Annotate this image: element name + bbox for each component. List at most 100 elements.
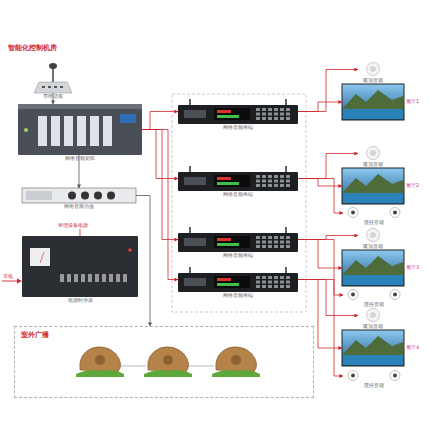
ceil-device: 吸顶音箱: [358, 308, 388, 329]
mains-wire: [2, 281, 19, 282]
rock-wire: [120, 366, 146, 367]
terminal-display: [214, 236, 250, 248]
power-device: 电源时序器: [22, 236, 138, 304]
signal-connector: [298, 154, 358, 179]
screen-water: [343, 109, 403, 119]
terminal-port: [286, 285, 290, 288]
device-label: 网络音频矩阵: [12, 156, 148, 161]
outdoor-zone: 室外广播: [14, 326, 314, 398]
screen-mountain: [343, 174, 403, 194]
power-switch: [74, 274, 78, 282]
power-switch: [116, 274, 120, 282]
device-label: 吸顶音箱: [352, 78, 394, 83]
terminal-port: [274, 241, 278, 244]
terminal-port: [286, 236, 290, 239]
amp-chassis: [22, 188, 136, 203]
device-label: 吸顶音箱: [352, 162, 394, 167]
ceiling-speaker: [367, 229, 380, 242]
power-switch: [88, 274, 92, 282]
wall-illustration: [343, 289, 405, 301]
signal-connector: [298, 70, 358, 112]
terminal-chassis: [178, 172, 298, 191]
terminal-port: [268, 245, 272, 248]
device-label: 网络音频终端: [172, 293, 304, 298]
wall-speaker: [348, 290, 358, 300]
terminal-port: [268, 184, 272, 187]
terminal-port: [280, 117, 284, 120]
mic-button: [48, 86, 51, 88]
terminal-port: [256, 113, 260, 116]
terminal-port: [262, 108, 266, 111]
terminal-port: [262, 281, 266, 284]
terminal-port: [268, 180, 272, 183]
terminal-device: 网络音频终端: [178, 227, 298, 258]
device-label: 壁挂音箱: [337, 383, 411, 388]
terminal-port: [256, 236, 260, 239]
terminal-port: [256, 285, 260, 288]
rock-speaker: [212, 347, 260, 377]
terminal-port: [262, 241, 266, 244]
screen-illustration: [342, 250, 404, 286]
screen-illustration: [342, 84, 404, 120]
device-label: 网络音频功放: [16, 204, 142, 209]
amp-device: 网络音频功放: [22, 188, 136, 210]
terminal-port: [262, 236, 266, 239]
device-label: 网络音频终端: [172, 253, 304, 258]
screen-device: 展厅4: [342, 330, 404, 366]
power-switch: [123, 274, 127, 282]
signal-connector: [53, 93, 54, 104]
screen-panel: [342, 84, 404, 120]
terminal-display: [214, 108, 250, 120]
terminal-chassis: [178, 105, 298, 124]
matrix-device: 网络音频矩阵: [18, 104, 142, 162]
terminal-port: [262, 117, 266, 120]
wall-speaker: [390, 208, 400, 218]
terminal-port: [184, 238, 206, 246]
speaker-cone: [393, 374, 397, 378]
device-label: 壁挂音箱: [337, 302, 411, 307]
device-label: 展厅2: [406, 183, 419, 188]
terminal-device: 网络音频终端: [178, 267, 298, 298]
terminal-port: [256, 281, 260, 284]
screen-water: [343, 355, 403, 365]
matrix-module: [90, 116, 99, 146]
level-bar: [217, 238, 231, 241]
note-label: 市电: [3, 273, 13, 279]
screen-panel: [342, 168, 404, 204]
power-led: [128, 248, 132, 252]
speaker-cone: [351, 211, 355, 215]
terminal-port: [262, 180, 266, 183]
screen-water: [343, 193, 403, 203]
terminal-port: [286, 180, 290, 183]
speaker-cone: [393, 293, 397, 297]
antenna: [285, 99, 286, 106]
wall-speaker: [348, 208, 358, 218]
terminal-chassis: [178, 233, 298, 252]
terminal-port: [256, 241, 260, 244]
wall-illustration: [343, 207, 405, 219]
matrix-top-strip: [18, 104, 142, 109]
terminal-port: [268, 276, 272, 279]
terminal-port: [274, 236, 278, 239]
ceiling-speaker: [367, 147, 380, 160]
amp-illustration: [22, 188, 136, 203]
note-label: 管理设备电源: [58, 222, 88, 228]
terminal-port: [268, 175, 272, 178]
terminal-port: [268, 236, 272, 239]
level-bar: [217, 182, 239, 185]
terminal-port: [262, 285, 266, 288]
terminal-illustration: [178, 227, 298, 252]
screen-panel: [342, 330, 404, 366]
terminal-port: [274, 281, 278, 284]
terminal-port: [268, 108, 272, 111]
mic-head: [49, 63, 57, 69]
terminal-illustration: [178, 267, 298, 292]
device-label: 吸顶音箱: [352, 324, 394, 329]
antenna: [285, 166, 286, 173]
terminal-port: [274, 184, 278, 187]
signal-connector: [79, 155, 80, 188]
terminal-port: [280, 236, 284, 239]
rock-speaker: [76, 347, 124, 377]
screen-mountain: [343, 90, 403, 110]
